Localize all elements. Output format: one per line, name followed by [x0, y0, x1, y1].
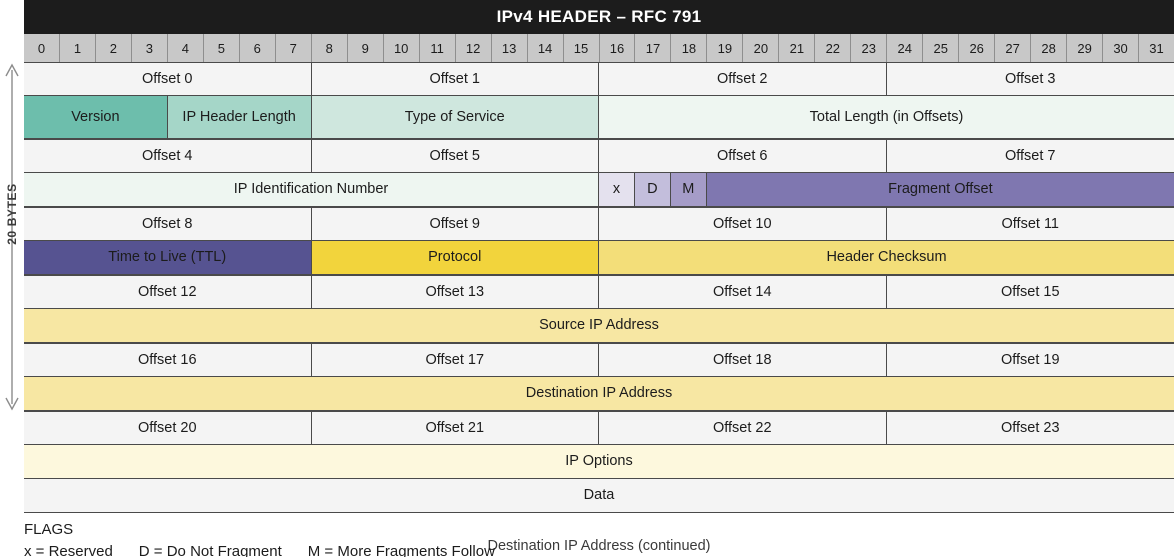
bit-number-23: 23	[851, 34, 888, 62]
field-cell-ip-options: IP Options	[24, 445, 1174, 479]
bit-number-16: 16	[599, 34, 636, 62]
offset-cell-offset-6: Offset 6	[599, 140, 887, 173]
bit-number-27: 27	[995, 34, 1032, 62]
offset-cell-offset-12: Offset 12	[24, 276, 312, 309]
bit-number-2: 2	[95, 34, 132, 62]
offset-cell-offset-11: Offset 11	[886, 208, 1174, 241]
flag-legend-item-0: x = Reserved	[24, 542, 113, 557]
offset-cell-offset-23: Offset 23	[886, 412, 1174, 445]
bit-number-10: 10	[383, 34, 420, 62]
clipped-continuation-row: Destination IP Address (continued)	[487, 538, 711, 554]
offset-cell-offset-22: Offset 22	[599, 412, 887, 445]
bit-number-31: 31	[1139, 34, 1174, 62]
bit-number-17: 17	[635, 34, 672, 62]
field-cell-ip-identification-number: IP Identification Number	[24, 173, 599, 207]
flags-legend-items: x = Reserved D = Do Not Fragment M = More …	[24, 541, 924, 557]
bit-number-5: 5	[203, 34, 240, 62]
bit-number-19: 19	[707, 34, 744, 62]
bit-number-22: 22	[815, 34, 852, 62]
bit-number-11: 11	[419, 34, 456, 62]
flags-legend: FLAGS x = Reserved D = Do Not Fragment M =…	[24, 519, 924, 557]
flag-legend-item-1: D = Do Not Fragment	[138, 542, 282, 557]
field-cell-header-checksum: Header Checksum	[599, 241, 1174, 275]
bit-number-30: 30	[1103, 34, 1140, 62]
offset-cell-offset-7: Offset 7	[886, 140, 1174, 173]
bit-number-20: 20	[743, 34, 780, 62]
bit-number-26: 26	[959, 34, 996, 62]
field-row: IP Options	[24, 445, 1174, 479]
twenty-bytes-bracket: 20 BYTES	[0, 62, 24, 412]
bit-number-8: 8	[311, 34, 348, 62]
offset-cell-offset-2: Offset 2	[599, 63, 887, 96]
field-cell-m: M	[670, 173, 707, 207]
field-cell-destination-ip-address: Destination IP Address	[24, 377, 1174, 411]
bit-number-28: 28	[1031, 34, 1068, 62]
bit-number-9: 9	[347, 34, 384, 62]
diagram-title: IPv4 HEADER – RFC 791	[24, 0, 1174, 34]
field-row: Data	[24, 479, 1174, 513]
field-row: Destination IP Address	[24, 377, 1174, 411]
flag-legend-item-2: M = More Fragments Follow	[307, 542, 495, 557]
field-cell-ip-header-length: IP Header Length	[167, 96, 312, 139]
offset-cell-offset-9: Offset 9	[311, 208, 599, 241]
bit-number-0: 0	[24, 34, 60, 62]
bit-number-21: 21	[779, 34, 816, 62]
field-cell-total-length-in-offsets: Total Length (in Offsets)	[599, 96, 1174, 139]
bit-number-7: 7	[275, 34, 312, 62]
bit-number-1: 1	[59, 34, 96, 62]
bit-number-3: 3	[131, 34, 168, 62]
bit-number-6: 6	[239, 34, 276, 62]
offset-cell-offset-20: Offset 20	[24, 412, 312, 445]
field-cell-version: Version	[24, 96, 168, 139]
bit-number-12: 12	[455, 34, 492, 62]
offset-cell-offset-4: Offset 4	[24, 140, 312, 173]
bit-number-24: 24	[887, 34, 924, 62]
offset-cell-offset-8: Offset 8	[24, 208, 312, 241]
field-cell-source-ip-address: Source IP Address	[24, 309, 1174, 343]
offset-cell-offset-5: Offset 5	[311, 140, 599, 173]
twenty-bytes-label: 20 BYTES	[5, 183, 19, 245]
field-cell-d: D	[634, 173, 671, 207]
offset-cell-offset-16: Offset 16	[24, 344, 312, 377]
field-cell-fragment-offset: Fragment Offset	[706, 173, 1174, 207]
flags-legend-title: FLAGS	[24, 521, 74, 538]
offset-cell-offset-18: Offset 18	[599, 344, 887, 377]
bit-number-13: 13	[491, 34, 528, 62]
bit-number-15: 15	[563, 34, 600, 62]
field-cell-x: x	[599, 173, 635, 207]
bit-number-14: 14	[527, 34, 564, 62]
offset-cell-offset-10: Offset 10	[599, 208, 887, 241]
offset-cell-offset-3: Offset 3	[886, 63, 1174, 96]
field-row: Source IP Address	[24, 309, 1174, 343]
offset-cell-offset-17: Offset 17	[311, 344, 599, 377]
offset-cell-offset-15: Offset 15	[886, 276, 1174, 309]
bit-number-29: 29	[1067, 34, 1104, 62]
bit-number-25: 25	[923, 34, 960, 62]
bit-number-18: 18	[671, 34, 708, 62]
bit-number-4: 4	[167, 34, 204, 62]
offset-cell-offset-14: Offset 14	[599, 276, 887, 309]
offset-cell-offset-21: Offset 21	[311, 412, 599, 445]
field-cell-data: Data	[24, 479, 1174, 513]
field-cell-type-of-service: Type of Service	[311, 96, 599, 139]
field-cell-protocol: Protocol	[311, 241, 599, 275]
field-cell-time-to-live-ttl: Time to Live (TTL)	[24, 241, 312, 275]
offset-cell-offset-1: Offset 1	[311, 63, 599, 96]
offset-cell-offset-19: Offset 19	[886, 344, 1174, 377]
offset-cell-offset-0: Offset 0	[24, 63, 312, 96]
offset-cell-offset-13: Offset 13	[311, 276, 599, 309]
